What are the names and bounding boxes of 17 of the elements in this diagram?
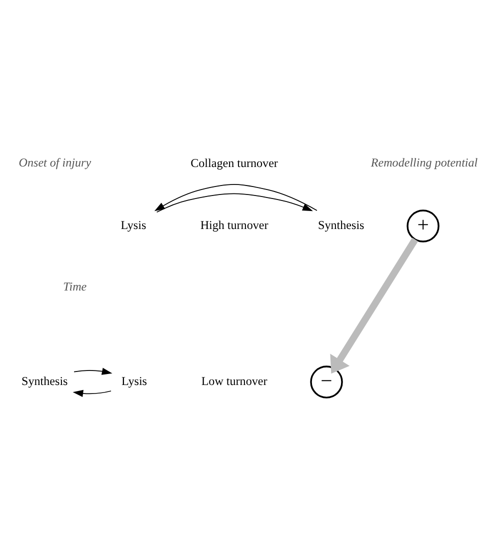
- node-circle: −: [310, 366, 343, 398]
- arrow: [72, 390, 112, 398]
- arrow: [154, 184, 318, 212]
- label: Remodelling potential: [370, 155, 478, 170]
- node-text: Lysis: [122, 374, 148, 388]
- node-circle: +: [406, 210, 440, 242]
- node-text: Synthesis: [22, 374, 68, 388]
- label: Low turnover: [201, 374, 268, 388]
- label: Collagen turnover: [190, 156, 278, 170]
- label: Onset of injury: [18, 155, 92, 170]
- node-text: Lysis: [120, 218, 146, 232]
- arrow: [330, 238, 418, 374]
- arrow: [74, 368, 112, 375]
- arrow: [156, 193, 313, 213]
- label: High turnover: [200, 218, 268, 232]
- label: Time: [63, 279, 87, 294]
- node-text: Synthesis: [318, 218, 364, 232]
